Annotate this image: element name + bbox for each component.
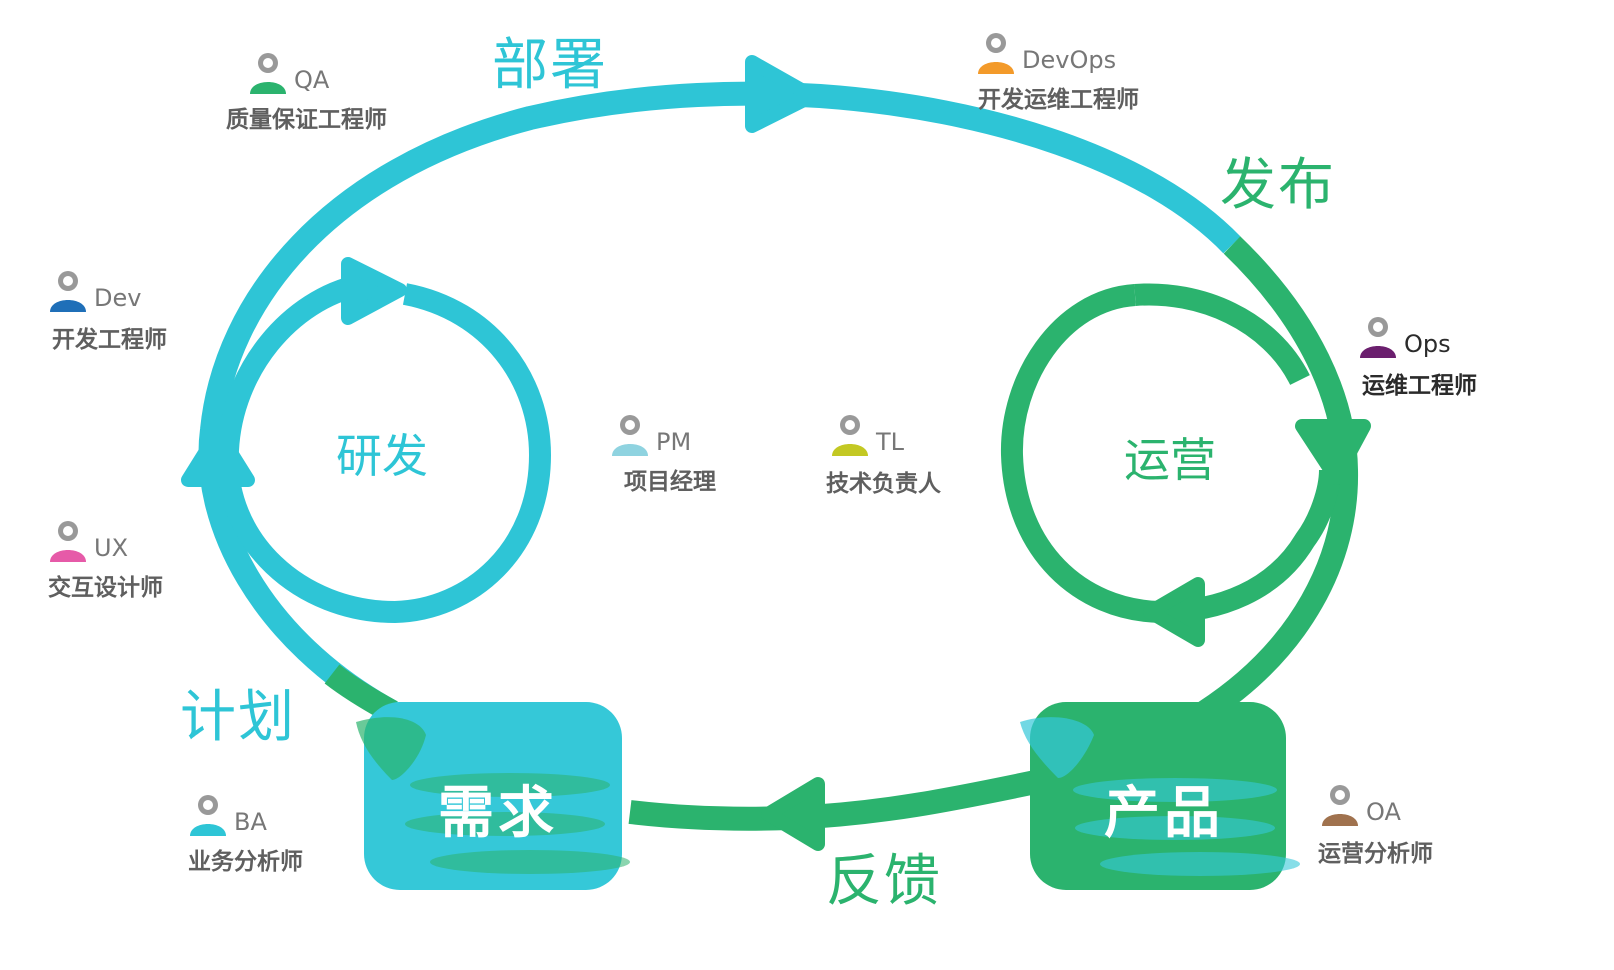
- person-icon: [46, 268, 90, 314]
- role-pm-title: 项目经理: [624, 469, 716, 495]
- person-icon: [1318, 782, 1362, 828]
- role-ops-title: 运维工程师: [1362, 373, 1477, 399]
- ops-inner-arrowhead: [1143, 577, 1205, 647]
- role-ops: Ops: [1356, 314, 1451, 360]
- role-tl: TL: [828, 412, 904, 458]
- stage-feedback-label: 反馈: [826, 849, 942, 914]
- stage-plan-label: 计划: [180, 685, 296, 750]
- role-ba-title: 业务分析师: [188, 849, 303, 875]
- role-ux: UX: [46, 518, 128, 564]
- dev-cycle-label: 研发: [336, 429, 428, 483]
- role-ux-title: 交互设计师: [48, 575, 163, 601]
- feedback-arrowhead: [761, 777, 825, 851]
- person-icon: [608, 412, 652, 458]
- ops-cycle-label: 运营: [1124, 433, 1216, 487]
- person-icon: [46, 518, 90, 564]
- person-icon: [828, 412, 872, 458]
- release-arrowhead: [1295, 419, 1371, 485]
- role-ba: BA: [186, 792, 267, 838]
- person-icon: [974, 30, 1018, 76]
- product-box-label: 产品: [1104, 781, 1224, 846]
- role-qa: QA: [246, 50, 329, 96]
- role-tl-title: 技术负责人: [826, 471, 941, 497]
- role-dev-title: 开发工程师: [52, 327, 167, 353]
- stage-release-label: 发布: [1220, 153, 1336, 218]
- person-icon: [1356, 314, 1400, 360]
- feedback-arc: [628, 768, 1048, 831]
- person-icon: [186, 792, 230, 838]
- ops-inner-loop: [1000, 284, 1341, 624]
- role-oa-title: 运营分析师: [1318, 841, 1433, 867]
- role-devops: DevOps: [974, 30, 1116, 76]
- stage-deploy-label: 部署: [492, 33, 608, 98]
- deploy-arrowhead: [745, 55, 819, 133]
- dev-inner-loop: [216, 274, 552, 624]
- role-dev: Dev: [46, 268, 141, 314]
- person-icon: [246, 50, 290, 96]
- plan-arrowhead: [181, 425, 255, 487]
- outer-loop-cyan-arc: [198, 81, 1241, 723]
- role-devops-title: 开发运维工程师: [978, 87, 1139, 113]
- ops-inner-loop-top: [1134, 283, 1310, 386]
- role-oa: OA: [1318, 782, 1401, 828]
- dev-inner-arrowhead: [341, 257, 407, 325]
- role-qa-title: 质量保证工程师: [226, 107, 387, 133]
- requirement-box-label: 需求: [438, 781, 558, 846]
- role-pm: PM: [608, 412, 691, 458]
